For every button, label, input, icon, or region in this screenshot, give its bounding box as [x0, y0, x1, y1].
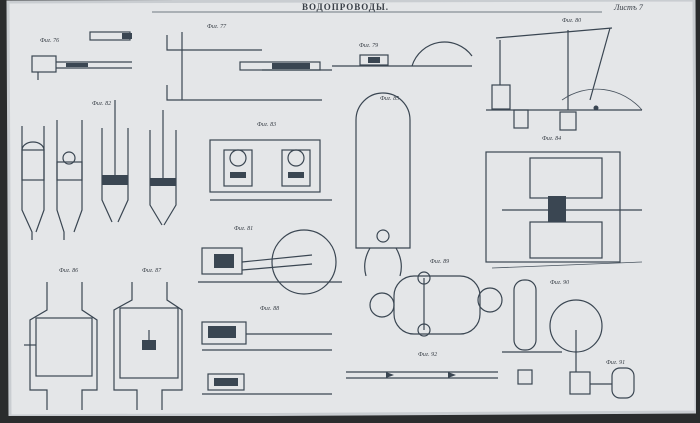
figure-82: Фиг. 82 [21, 100, 177, 240]
figure-85: Фиг. 85 [355, 92, 411, 277]
figure-77-label: Фиг. 77 [207, 24, 227, 30]
figure-88: Фиг. 88 [201, 306, 332, 395]
figure-80-label: Фиг. 80 [562, 18, 581, 24]
figure-91: Фиг. 91 [517, 360, 625, 385]
engraved-plate-sheet: ВОДОПРОВОДЫ. Листъ 7 Фиг. 76 Фиг. 77 Фиг… [6, 0, 696, 416]
figure-83-label: Фиг. 83 [257, 122, 276, 128]
figure-76: Фиг. 76 [31, 31, 132, 80]
figure-87-label: Фиг. 87 [142, 268, 162, 274]
figure-92: Фиг. 92 [346, 352, 498, 379]
plate-number: Листъ 7 [613, 3, 644, 12]
paper [8, 0, 696, 416]
figure-79-label: Фиг. 79 [359, 43, 378, 49]
figure-91-label: Фиг. 91 [606, 360, 625, 366]
figure-81: Фиг. 81 [198, 226, 342, 295]
figure-81-label: Фиг. 81 [234, 226, 253, 232]
figure-89: Фиг. 89 [369, 259, 503, 337]
figure-84: Фиг. 84 [485, 135, 643, 269]
figure-92-label: Фиг. 92 [418, 352, 437, 358]
paper-edge [6, 0, 696, 416]
figure-79: Фиг. 79 [332, 41, 473, 67]
figure-90-label: Фиг. 90 [550, 280, 569, 286]
figure-89-label: Фиг. 89 [430, 259, 449, 265]
figure-87: Фиг. 87 [113, 268, 183, 410]
plate-title: ВОДОПРОВОДЫ. [302, 2, 389, 12]
figure-86-label: Фиг. 86 [59, 268, 78, 274]
figure-76-label: Фиг. 76 [40, 38, 59, 44]
figure-86: Фиг. 86 [24, 268, 98, 410]
figure-77: Фиг. 77 [166, 24, 332, 101]
figure-84-label: Фиг. 84 [542, 135, 561, 142]
figure-80: Фиг. 80 [486, 18, 643, 131]
figure-82-label: Фиг. 82 [92, 101, 111, 107]
figure-90: Фиг. 90 [502, 279, 635, 399]
figure-88-label: Фиг. 88 [260, 306, 279, 312]
figure-85-label: Фиг. 85 [380, 96, 399, 102]
figure-83: Фиг. 83 [209, 122, 332, 201]
